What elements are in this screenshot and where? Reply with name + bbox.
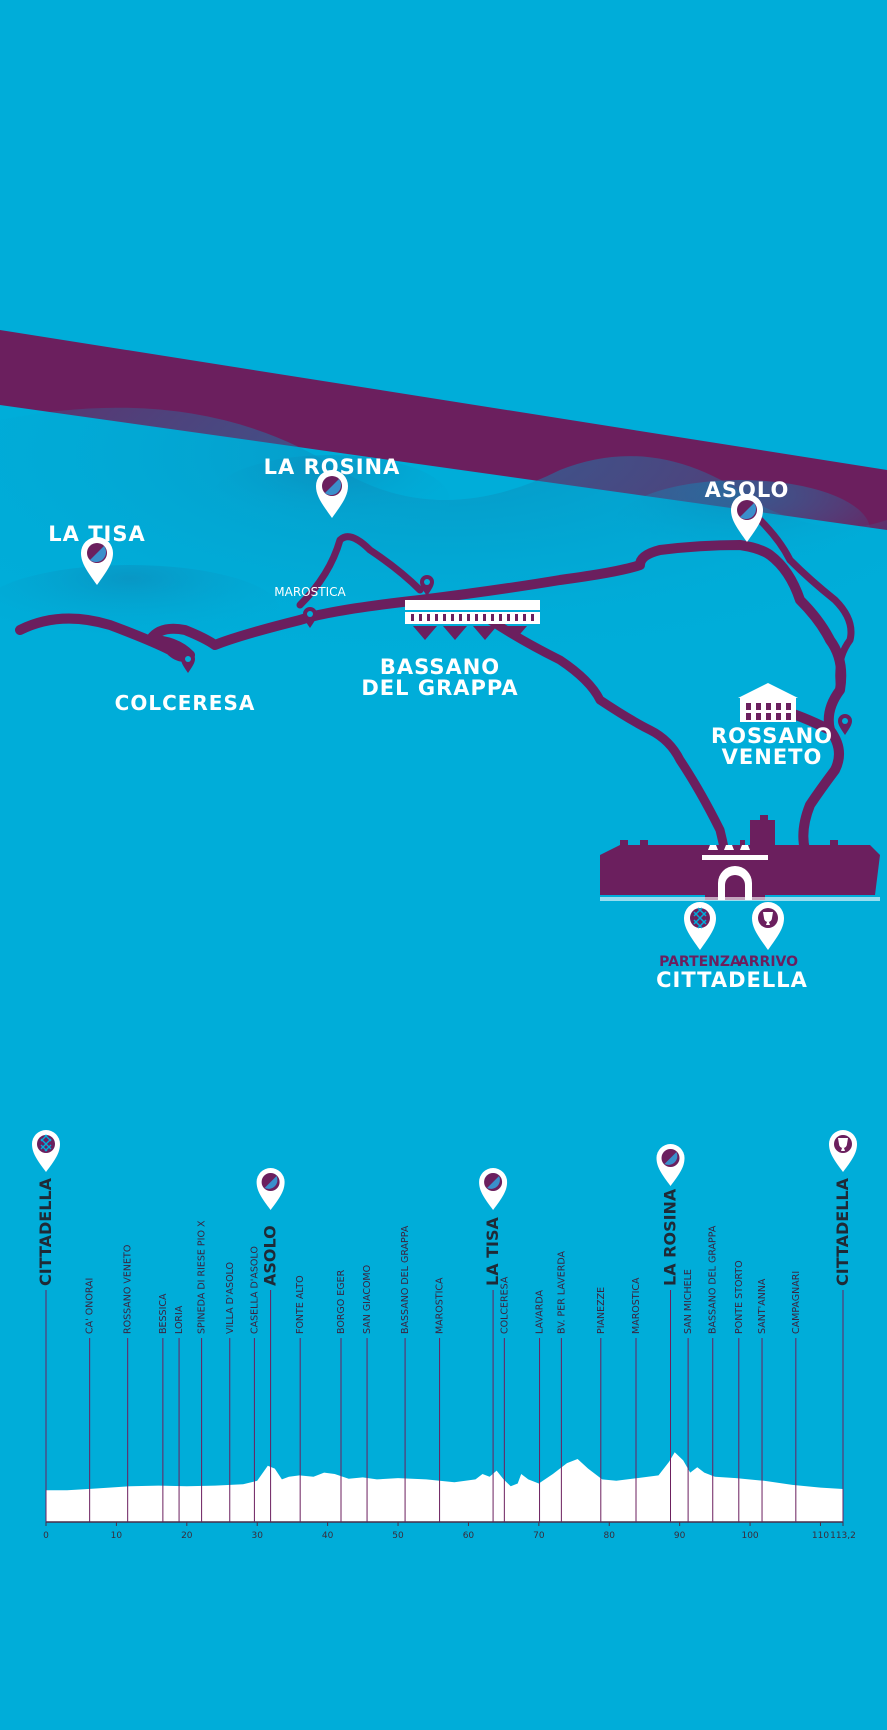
km-tick-label: 60 — [463, 1531, 475, 1541]
pin-la-tisa[interactable] — [81, 537, 113, 585]
profile-marker-start[interactable] — [32, 1130, 60, 1172]
label-bassano-line2: DEL GRAPPA — [361, 676, 518, 700]
place-label: BORGO EGER — [336, 1269, 347, 1334]
marker-half-icon — [487, 1176, 500, 1189]
label-colceresa: COLCERESA — [115, 691, 256, 715]
place-label: COLCERESA — [499, 1276, 510, 1334]
label-rossano-line2: VENETO — [722, 745, 823, 769]
mini-pin-rossano[interactable] — [838, 714, 852, 735]
pin-asolo[interactable] — [731, 494, 763, 542]
place-label: CA' ONORAI — [85, 1278, 96, 1334]
profile-marker-gpm[interactable] — [256, 1168, 285, 1210]
major-place-label: ASOLO — [261, 1225, 280, 1286]
profile-marker-gpm[interactable] — [479, 1168, 508, 1210]
castle-icon — [600, 815, 880, 901]
place-label: LORIA — [174, 1305, 185, 1334]
place-label: CASELLA D'ASOLO — [249, 1246, 260, 1334]
km-tick-label: 80 — [604, 1531, 616, 1541]
km-tick-label: 110 — [812, 1531, 829, 1541]
place-label: VILLA D'ASOLO — [225, 1262, 236, 1334]
label-cittadella: CITTADELLA — [656, 968, 808, 992]
label-la-rosina: LA ROSINA — [264, 455, 401, 479]
trophy-icon — [838, 1138, 848, 1151]
place-label: SAN GIACOMO — [362, 1265, 373, 1334]
pin-partenza[interactable] — [684, 902, 716, 950]
marker-half-icon — [264, 1176, 278, 1189]
label-marostica: MAROSTICA — [274, 585, 346, 599]
marker-half-icon — [664, 1152, 678, 1165]
place-label: CAMPAGNARI — [791, 1271, 802, 1334]
place-label: SANT'ANNA — [757, 1278, 768, 1334]
bridge-icon — [405, 600, 540, 640]
km-tick-label: 20 — [181, 1531, 193, 1541]
profile-marker-gpm[interactable] — [656, 1144, 685, 1186]
label-bassano-line1: BASSANO — [380, 655, 500, 679]
label-rossano-line1: ROSSANO — [711, 724, 833, 748]
pin-la-rosina[interactable] — [316, 470, 348, 518]
major-place-label: CITTADELLA — [833, 1177, 852, 1286]
km-tick-label: 100 — [741, 1531, 758, 1541]
place-label: BASSANO DEL GRAPPA — [708, 1225, 719, 1334]
km-tick-label: 113,2 — [830, 1531, 856, 1541]
place-label: BV. PER LAVERDA — [556, 1250, 567, 1334]
elevation-area — [46, 1452, 843, 1522]
km-tick-label: 70 — [533, 1531, 545, 1541]
place-label: FONTE ALTO — [295, 1275, 306, 1334]
place-label: SAN MICHELE — [683, 1269, 694, 1334]
place-label: MAROSTICA — [435, 1277, 446, 1334]
checkered-flag-icon — [40, 1134, 52, 1152]
place-label: MAROSTICA — [631, 1277, 642, 1334]
place-label: PIANEZZE — [596, 1287, 607, 1334]
km-tick-label: 40 — [322, 1531, 334, 1541]
place-label: BESSICA — [158, 1293, 169, 1334]
place-label: PONTE STORTO — [734, 1260, 745, 1334]
km-tick-label: 0 — [43, 1531, 49, 1541]
major-place-label: CITTADELLA — [36, 1177, 55, 1286]
label-partenza: PARTENZA — [659, 954, 741, 970]
km-tick-label: 30 — [251, 1531, 263, 1541]
place-label: ROSSANO VENETO — [123, 1245, 134, 1334]
villa-icon — [738, 683, 798, 722]
major-place-label: LA ROSINA — [661, 1188, 680, 1286]
pin-arrivo[interactable] — [752, 902, 784, 950]
km-tick-label: 90 — [674, 1531, 686, 1541]
place-label: SPINEDA DI RIESE PIO X — [197, 1220, 208, 1334]
km-tick-label: 50 — [392, 1531, 404, 1541]
label-la-tisa: LA TISA — [48, 522, 145, 546]
place-label: LAVARDA — [535, 1289, 546, 1334]
km-tick-label: 10 — [111, 1531, 123, 1541]
label-asolo: ASOLO — [705, 478, 790, 502]
major-place-label: LA TISA — [483, 1216, 502, 1286]
profile-marker-finish[interactable] — [829, 1130, 857, 1172]
place-label: BASSANO DEL GRAPPA — [400, 1225, 411, 1334]
label-arrivo: ARRIVO — [738, 954, 798, 970]
